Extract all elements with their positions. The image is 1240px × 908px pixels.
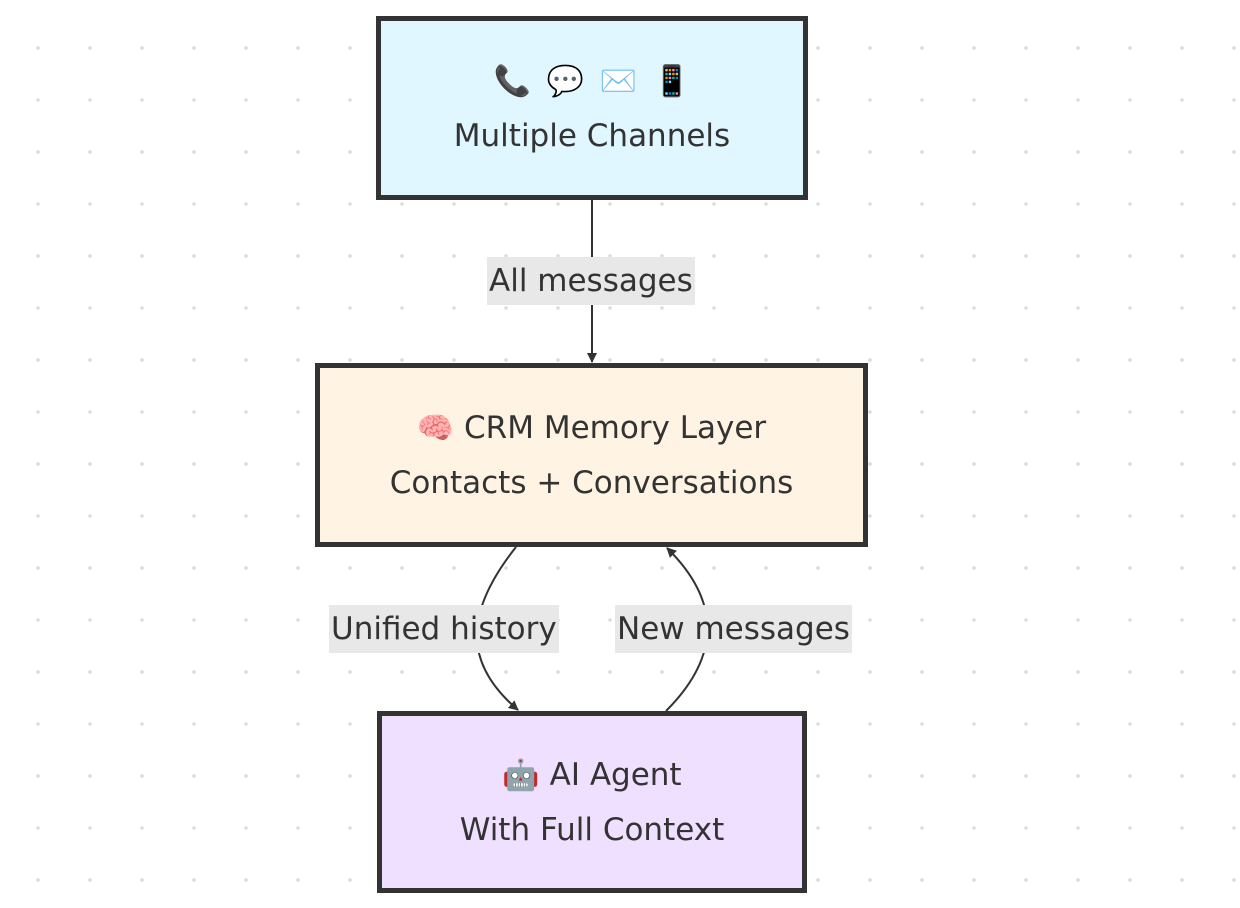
- ai-agent-node: 🤖 AI Agent With Full Context: [377, 711, 807, 893]
- channel-icons: 📞 💬 ✉️ 📱: [490, 54, 693, 109]
- crm-memory-node: 🧠 CRM Memory Layer Contacts + Conversati…: [315, 363, 868, 547]
- envelope-icon: ✉️: [599, 63, 638, 99]
- crm-subtitle: Contacts + Conversations: [389, 464, 794, 501]
- multiple-channels-node: 📞 💬 ✉️ 📱 Multiple Channels: [376, 16, 808, 200]
- channels-title: Multiple Channels: [453, 117, 731, 154]
- agent-title-line: 🤖 AI Agent: [502, 748, 681, 803]
- mobile-phone-icon: 📱: [653, 63, 691, 99]
- phone-icon: 📞: [493, 63, 531, 99]
- edge-label-all-messages: All messages: [487, 257, 695, 305]
- crm-title: CRM Memory Layer: [464, 409, 767, 446]
- edge-label-new-messages: New messages: [615, 605, 852, 653]
- crm-title-line: 🧠 CRM Memory Layer: [417, 401, 766, 456]
- agent-title: AI Agent: [549, 756, 682, 793]
- agent-subtitle: With Full Context: [459, 811, 725, 848]
- edge-label-unified-history: Unified history: [329, 605, 559, 653]
- speech-bubble-icon: 💬: [546, 63, 585, 99]
- brain-icon: 🧠: [416, 410, 455, 446]
- robot-icon: 🤖: [502, 757, 540, 793]
